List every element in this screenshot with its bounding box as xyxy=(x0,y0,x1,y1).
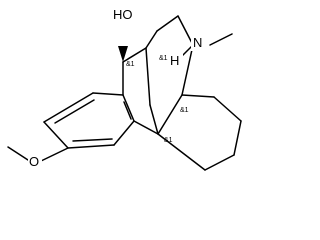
methoxy-oxygen-label: O xyxy=(29,154,39,169)
aromatic-ring xyxy=(43,92,135,149)
hydroxyl-wedge-bond xyxy=(118,46,128,62)
stereo-label: &1 xyxy=(159,55,168,62)
stereo-label: &1 xyxy=(180,107,189,114)
n-methyl-group xyxy=(209,33,233,46)
nitrogen-label: N xyxy=(193,35,202,50)
stereo-labels: &1 &1 &1 &1 xyxy=(126,55,189,144)
molecule-structure: HO N O H &1 &1 &1 &1 xyxy=(7,5,242,171)
stereo-label: &1 xyxy=(164,137,173,144)
hydroxyl-label: HO xyxy=(113,7,133,22)
methoxy-group xyxy=(7,146,69,162)
ring-scaffold xyxy=(122,15,242,171)
hydrogen-label: H xyxy=(170,53,179,68)
atom-labels: HO N O H xyxy=(28,5,209,170)
stereo-label: &1 xyxy=(126,61,135,68)
